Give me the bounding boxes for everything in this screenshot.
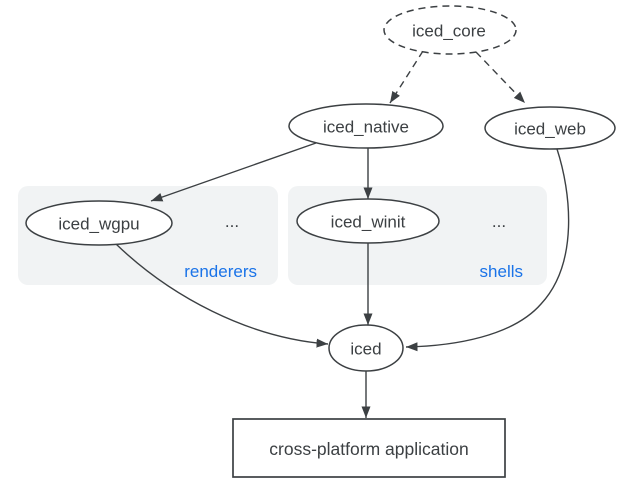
iced-wgpu-ellipse (25, 200, 173, 246)
iced-core-label: iced_core (412, 22, 486, 41)
edge-iced-wgpu-to-iced (115, 243, 329, 348)
edge-iced-web-to-iced (405, 148, 570, 352)
iced-web-ellipse (484, 106, 616, 150)
edge-iced-core-to-iced-web (475, 51, 526, 104)
node-iced-wgpu: iced_wgpu (25, 200, 173, 246)
node-iced-web: iced_web (484, 106, 616, 150)
iced-winit-label: iced_winit (331, 213, 406, 232)
edge-iced-native-to-iced-wgpu (150, 142, 317, 202)
iced-native-ellipse (288, 103, 444, 149)
shells-ellipsis: ... (492, 212, 506, 231)
shells-group-label: shells (480, 262, 523, 281)
edge-iced-core-to-iced-native (389, 50, 424, 104)
renderers-group-label: renderers (184, 262, 257, 281)
iced-web-label: iced_web (514, 120, 586, 139)
node-iced-core: iced_core (383, 5, 517, 55)
iced-native-label: iced_native (323, 118, 409, 137)
node-iced: iced (328, 324, 404, 372)
application-rect (232, 418, 506, 478)
iced-ellipse (328, 324, 404, 372)
application-label: cross-platform application (269, 439, 468, 459)
node-application: cross-platform application (232, 418, 506, 478)
node-iced-winit: iced_winit (296, 198, 440, 244)
iced-winit-ellipse (296, 198, 440, 244)
iced-core-ellipse (383, 5, 517, 55)
iced-label: iced (350, 340, 381, 359)
renderers-ellipsis: ... (225, 212, 239, 231)
iced-wgpu-label: iced_wgpu (58, 215, 139, 234)
node-iced-native: iced_native (288, 103, 444, 149)
